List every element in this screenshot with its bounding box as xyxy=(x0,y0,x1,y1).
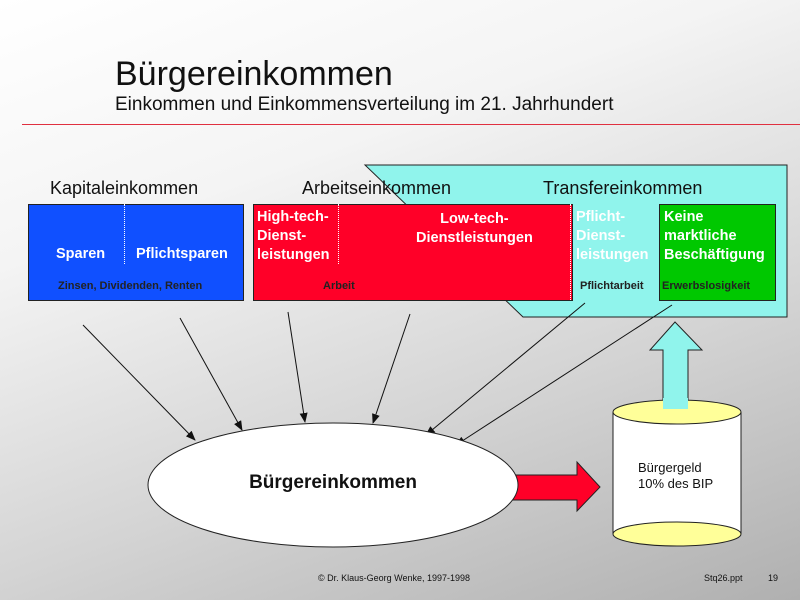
copyright: © Dr. Klaus-Georg Wenke, 1997-1998 xyxy=(318,573,471,583)
divider xyxy=(570,204,571,300)
cylinder xyxy=(612,398,742,547)
hightech-label: High-tech-Dienst-leistungen xyxy=(257,209,330,263)
center-ellipse xyxy=(147,422,519,548)
transfer-box xyxy=(659,204,776,301)
header-kapital: Kapitaleinkommen xyxy=(50,178,199,198)
buergergeld-label: Bürgergeld xyxy=(638,460,702,475)
kapital-box xyxy=(28,204,244,301)
center-label: Bürgereinkommen xyxy=(249,472,417,493)
pflicht-dienst-label: Pflicht-Dienst-leistungen xyxy=(576,209,649,263)
file-name: Stq26.ppt xyxy=(704,573,743,583)
page-number: 19 xyxy=(768,573,779,583)
zinsen-label: Zinsen, Dividenden, Renten xyxy=(58,280,203,292)
header-arbeit: Arbeitseinkommen xyxy=(302,178,452,198)
divider xyxy=(338,204,339,264)
arbeit-label: Arbeit xyxy=(323,280,355,292)
sparen-label: Sparen xyxy=(56,246,106,262)
lowtech-label: Low-tech-Dienstleistungen xyxy=(416,211,533,246)
slide-subtitle: Einkommen und Einkommensverteilung im 21… xyxy=(115,94,614,115)
title-divider xyxy=(22,124,800,125)
arbeit-box xyxy=(253,204,573,301)
divider xyxy=(124,204,125,264)
up-arrow xyxy=(648,321,704,410)
pflichtarbeit-label: Pflichtarbeit xyxy=(580,280,644,292)
slide-title: Bürgereinkommen xyxy=(115,55,393,93)
pflichtsparen-label: Pflichtsparen xyxy=(136,246,228,262)
bip-label: 10% des BIP xyxy=(638,476,714,491)
flow-arrows xyxy=(82,302,673,446)
erwerbslosigkeit-label: Erwerbslosigkeit xyxy=(662,280,751,292)
header-transfer: Transfereinkommen xyxy=(543,178,703,198)
